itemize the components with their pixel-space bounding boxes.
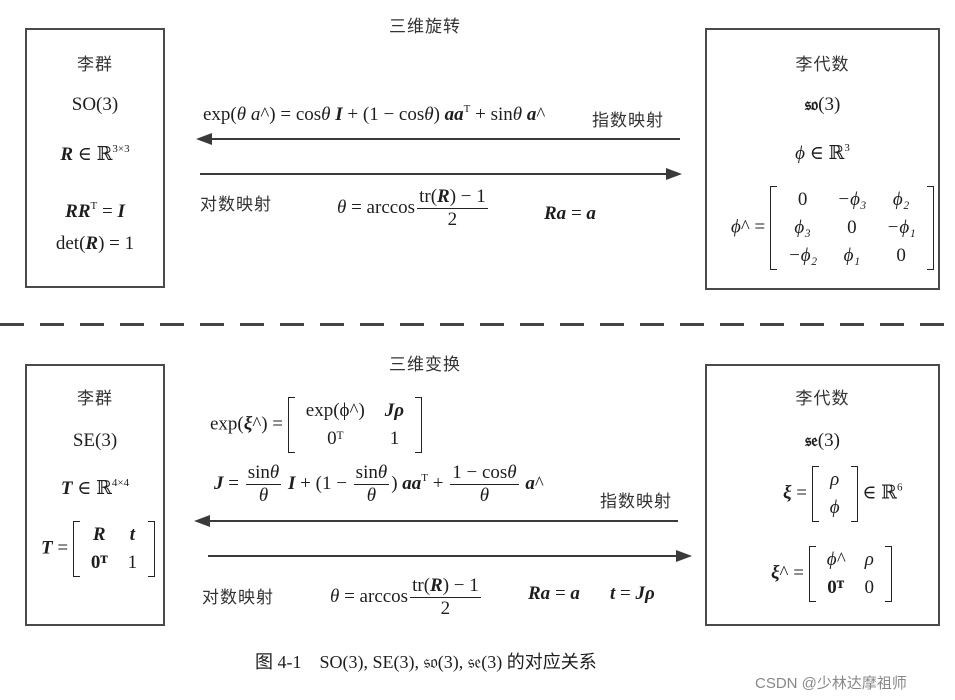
lie-group-title: 李群 <box>77 55 113 75</box>
arrow-left-icon <box>194 515 210 527</box>
lie-algebra-title: 李代数 <box>795 389 850 409</box>
section-divider <box>0 323 955 326</box>
se3-exp-matrix: exp(ϕ^) Jρ 0ᵀ 1 <box>287 397 423 453</box>
matrix-cell: Jρ <box>384 400 405 421</box>
matrix-cell: R <box>92 524 106 545</box>
matrix-cell: t <box>129 524 136 545</box>
figure-caption: 图 4-1 SO(3), SE(3), 𝔰𝔬(3), 𝔰𝔢(3) 的对应关系 <box>255 652 597 672</box>
matrix-cell: −ϕ₃ <box>837 189 867 210</box>
matrix-cell: 0 <box>797 189 808 210</box>
xi-hat-matrix: ϕ^ ρ 0ᵀ 0 <box>808 546 893 602</box>
se3-rotation-axis-eq: Ra = a <box>528 583 580 604</box>
se3-dim: 4×4 <box>111 477 130 489</box>
matrix-cell: −ϕ₁ <box>886 217 916 238</box>
so3-exp-map-label: 指数映射 <box>592 111 664 131</box>
phi-dim: 3 <box>844 142 850 154</box>
se3-translation-eq: t = Jρ <box>610 583 655 604</box>
matrix-cell: −ϕ₂ <box>787 245 818 266</box>
arrow-right-icon <box>666 168 682 180</box>
xi-dim: 6 <box>896 481 903 494</box>
matrix-cell: 0ᵀ <box>327 428 344 449</box>
matrix-cell: ϕ^ <box>826 549 845 570</box>
watermark: CSDN @少林达摩祖师 <box>755 675 907 692</box>
se3-xi-definition: ξ = ρ ϕ ∈ ℝ6 <box>783 466 902 522</box>
so3-rotation-axis-eq: Ra = a <box>544 203 596 224</box>
so3-name: SO(3) <box>71 94 119 115</box>
so3-log-map-label: 对数映射 <box>200 195 272 215</box>
matrix-cell: ρ <box>864 549 874 570</box>
log-map-arrow-line <box>200 173 668 175</box>
se3-exp-map-label: 指数映射 <box>600 492 672 512</box>
so3-determinant: det(R) = 1 <box>55 233 135 254</box>
exp-map-arrow-line <box>210 138 680 140</box>
rotation-section-title: 三维旋转 <box>389 17 461 37</box>
matrix-cell: 0ᵀ <box>90 552 108 573</box>
matrix-cell: exp(ϕ^) <box>305 400 365 421</box>
log-map-arrow-line <box>208 555 678 557</box>
so3-lie-group-box: 李群 SO(3) R ∈ ℝ3×3 RRT = I det(R) = 1 <box>25 28 165 288</box>
transform-section-title: 三维变换 <box>389 355 461 375</box>
arrow-right-icon <box>676 550 692 562</box>
so3-membership: R ∈ ℝ3×3 <box>60 143 130 165</box>
se3-algebra-name: 𝔰𝔢(3) <box>805 430 840 451</box>
vector-cell: ρ <box>830 469 840 490</box>
matrix-cell: ϕ₁ <box>843 245 861 266</box>
so3-exp-formula: exp(θ a^) = cosθ I + (1 − cosθ) aaT + si… <box>203 103 546 125</box>
exp-map-arrow-line <box>208 520 678 522</box>
skew-symmetric-matrix: 0 −ϕ₃ ϕ₂ ϕ₃ 0 −ϕ₁ −ϕ₂ ϕ₁ 0 <box>769 186 934 270</box>
matrix-cell: 0ᵀ <box>827 577 845 598</box>
so3-phi-membership: ϕ ∈ ℝ3 <box>795 142 850 164</box>
matrix-cell: 0 <box>896 245 906 266</box>
arrow-left-icon <box>196 133 212 145</box>
so3-dim: 3×3 <box>112 143 130 155</box>
se3-name: SE(3) <box>72 430 118 451</box>
matrix-cell: 0 <box>864 577 875 598</box>
vector-cell: ϕ <box>829 497 840 518</box>
lie-group-title: 李群 <box>77 389 113 409</box>
so3-orthogonality: RRT = I <box>65 200 125 222</box>
se3-membership: T ∈ ℝ4×4 <box>60 477 130 499</box>
lie-algebra-title: 李代数 <box>795 55 850 75</box>
matrix-cell: ϕ₂ <box>892 189 910 210</box>
so3-algebra-name: 𝔰𝔬(3) <box>804 94 841 115</box>
se3-log-map-label: 对数映射 <box>202 588 274 608</box>
matrix-cell: 0 <box>847 217 857 238</box>
matrix-cell: 1 <box>127 552 138 573</box>
matrix-cell: 1 <box>389 428 400 449</box>
matrix-cell: ϕ₃ <box>794 217 811 238</box>
xi-vector: ρ ϕ <box>811 466 858 522</box>
